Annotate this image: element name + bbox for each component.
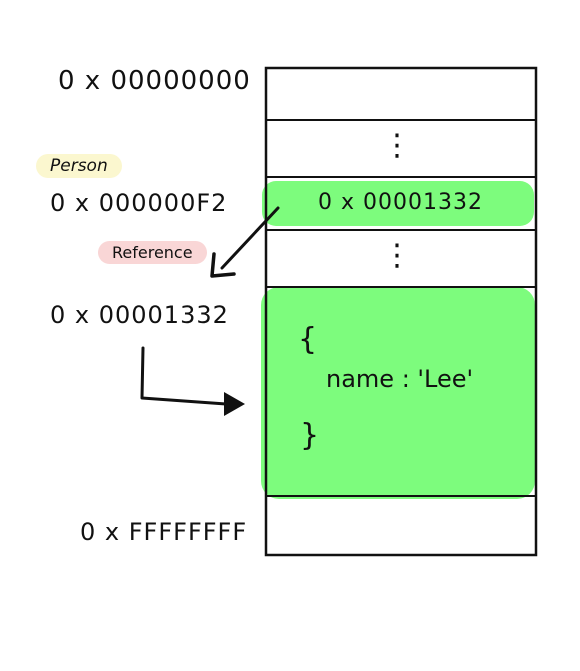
object-property: name : 'Lee' [326,365,474,393]
stored-value-highlight [262,181,534,226]
reference-label: Reference [112,243,193,262]
object-open-brace: { [298,322,318,357]
ellipsis-mid: ⋮ [382,238,412,273]
address-end: 0 x FFFFFFFF [80,518,248,546]
pointer-arrow [140,346,245,416]
address-start: 0 x 00000000 [58,66,251,96]
reference-arrow [210,206,280,278]
ellipsis-top: ⋮ [382,128,412,163]
address-object: 0 x 00001332 [50,301,229,329]
stored-address-value: 0 x 00001332 [318,190,483,215]
object-close-brace: } [300,418,320,453]
object-highlight [261,287,535,499]
person-label: Person [50,156,108,176]
address-person: 0 x 000000F2 [50,189,228,217]
person-tag: Person [36,154,122,178]
reference-tag: Reference [98,241,207,264]
